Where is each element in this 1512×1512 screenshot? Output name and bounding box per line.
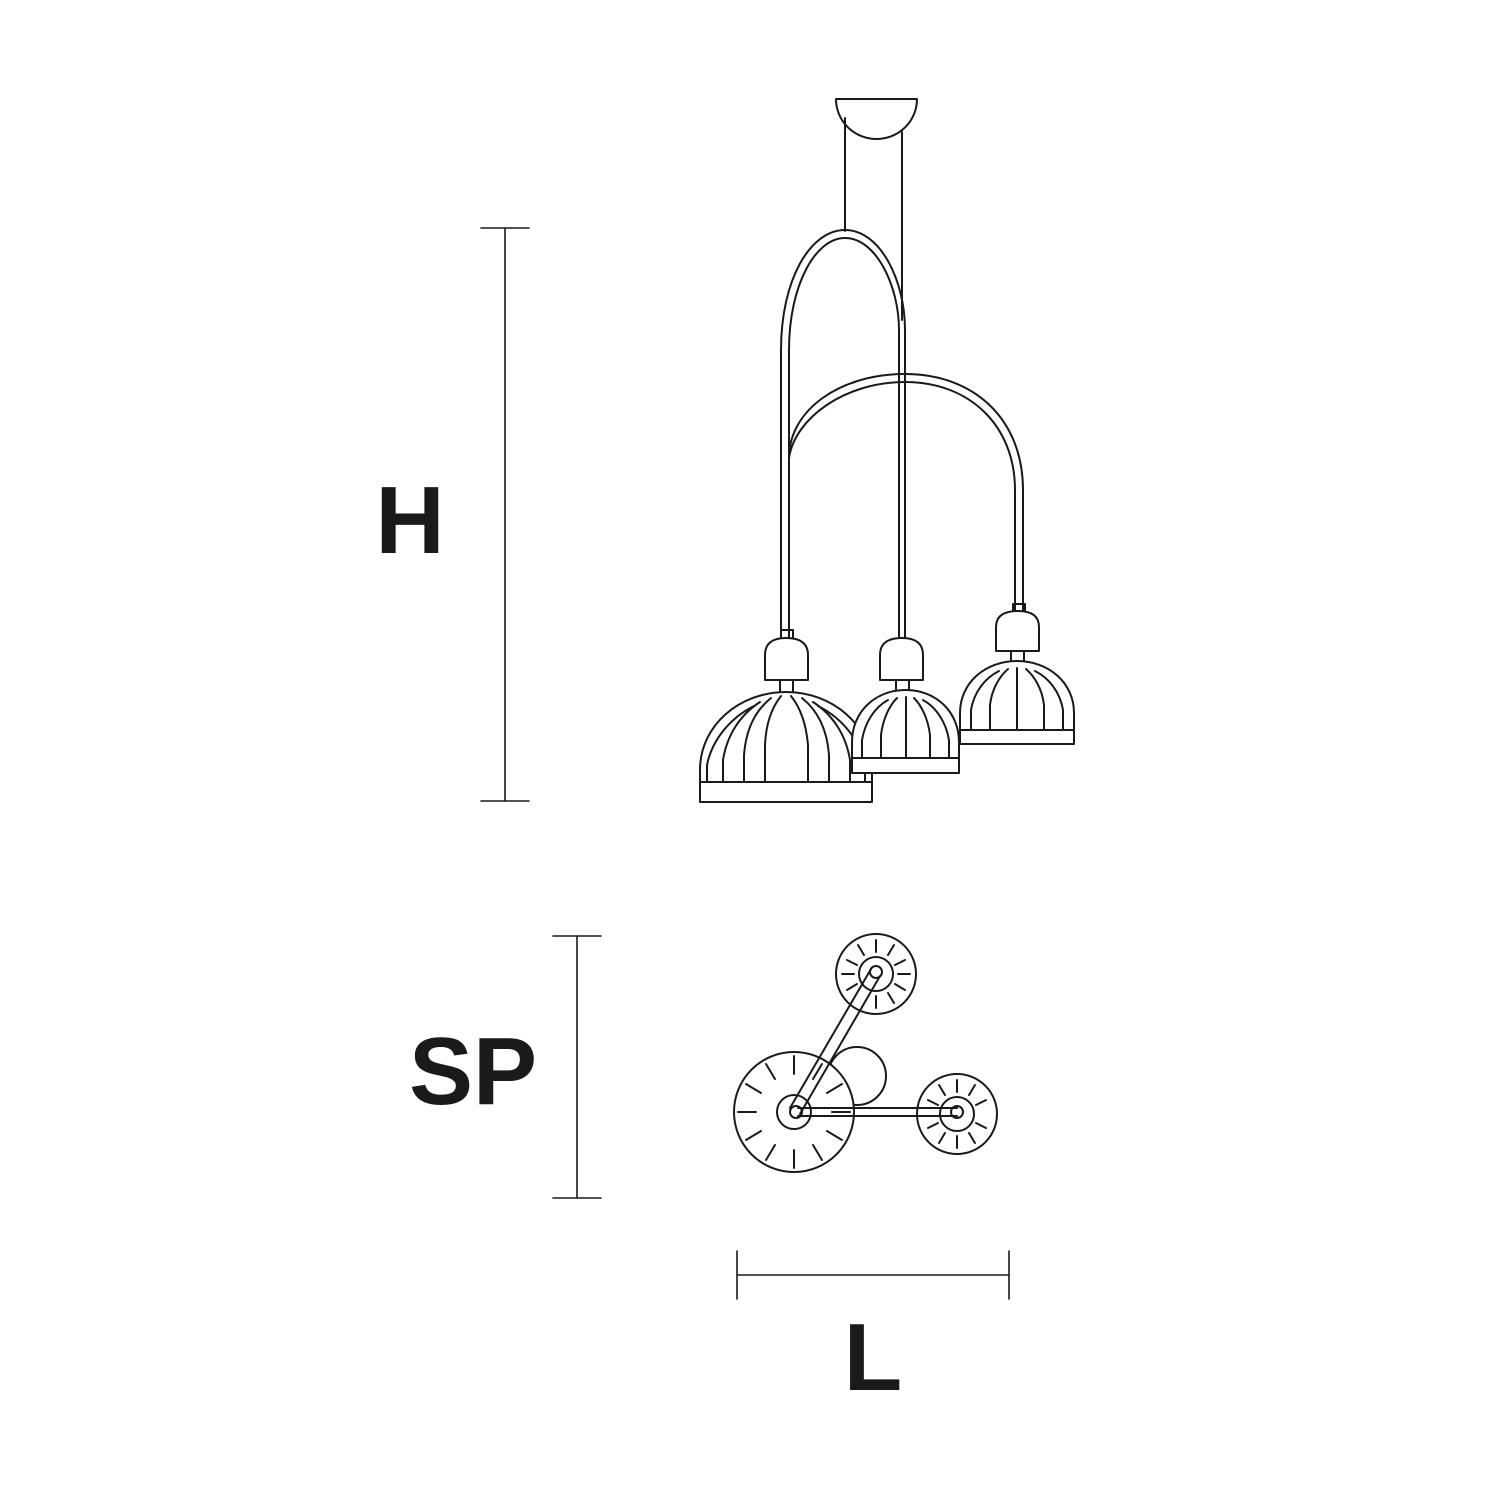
height-label: H bbox=[375, 467, 444, 574]
depth-dimension: SP bbox=[409, 935, 602, 1199]
top-shade-plan bbox=[835, 933, 917, 1015]
right-shade-plan bbox=[916, 1073, 998, 1155]
height-dimension: H bbox=[375, 227, 530, 802]
arms-plan bbox=[789, 965, 964, 1119]
tall-arch bbox=[780, 229, 906, 639]
depth-label: SP bbox=[409, 1018, 537, 1125]
right-shade bbox=[959, 603, 1075, 745]
lamp-front-view bbox=[699, 98, 1075, 803]
length-label: L bbox=[844, 1304, 903, 1411]
ceiling-canopy bbox=[835, 98, 918, 140]
lamp-top-view bbox=[733, 933, 998, 1173]
large-shade bbox=[699, 629, 873, 803]
wide-arch bbox=[788, 373, 1024, 611]
large-shade-plan bbox=[733, 1051, 855, 1173]
middle-shade bbox=[851, 637, 960, 774]
length-dimension: L bbox=[736, 1250, 1010, 1411]
